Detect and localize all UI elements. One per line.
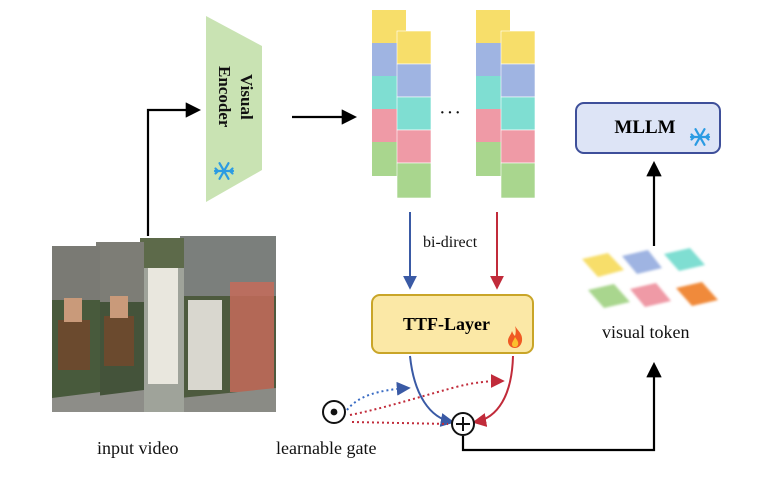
mllm-block: MLLM [575,102,721,154]
visual-encoder-label: Visual Encoder [215,66,256,128]
visual-token-cluster [582,248,718,308]
mllm-label: MLLM [614,117,676,138]
ttf-layer-label: TTF-Layer [403,313,490,334]
token-stack-1b [396,30,432,199]
bi-direct-label: bi-direct [423,234,478,251]
add-node-icon [451,412,475,436]
video-frame-4 [180,236,276,412]
arrow-add-to-visual-token [461,361,662,452]
arrow-ttf-to-add-blue [409,355,455,427]
token-ellipsis: ··· [439,102,462,124]
arrow-ttf-to-add-red [472,355,514,427]
ttf-layer-block: TTF-Layer [371,294,534,354]
fire-icon [508,326,523,348]
visual-encoder-block [206,16,262,202]
snowflake-icon [689,128,711,146]
input-video-label: input video [97,438,179,458]
gate-dotted-arrow-blue [346,381,411,411]
gate-dotted-line-to-add [351,421,449,425]
learnable-gate-label: learnable gate [276,438,377,458]
learnable-gate-symbol [322,400,346,424]
gate-dotted-arrow-red [349,374,505,416]
video-frame-3 [140,238,184,412]
input-video-frames [52,236,276,412]
video-frame-1 [52,246,100,412]
snowflake-icon [213,162,235,180]
token-stack-2b [500,30,536,199]
visual-token-label: visual token [602,322,690,342]
video-frame-2 [96,242,144,412]
arrow-video-to-encoder [146,102,202,236]
